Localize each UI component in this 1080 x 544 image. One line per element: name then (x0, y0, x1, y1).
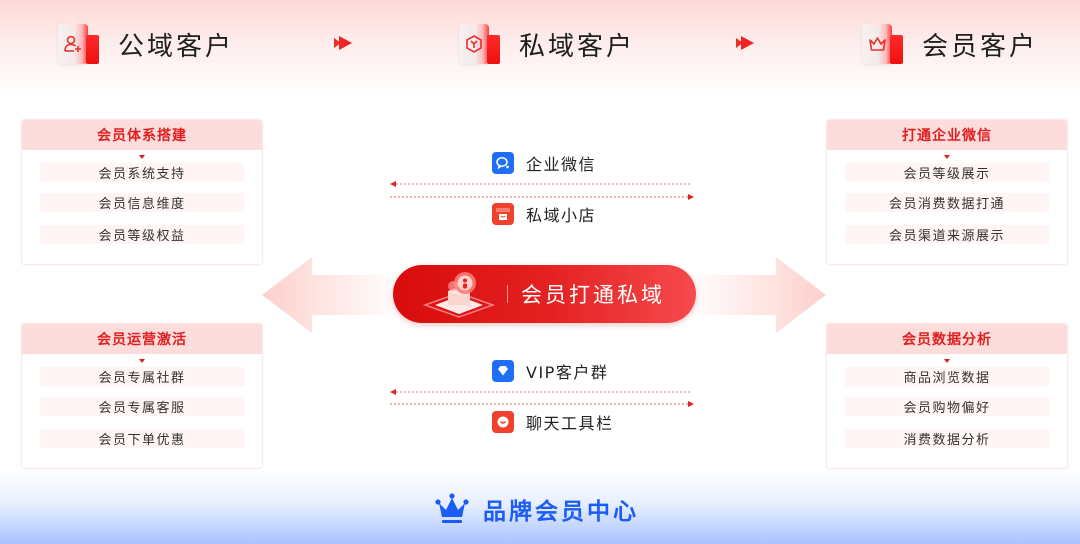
channel-private-shop: 私域小店 (492, 202, 596, 226)
panel-member-system: 会员体系搭建 会员系统支持 会员信息维度 会员等级权益 (21, 119, 263, 265)
channel-label: 私域小店 (526, 206, 597, 225)
panel-connect-wecom: 打通企业微信 会员等级展示 会员消费数据打通 会员渠道来源展示 (826, 119, 1068, 265)
dashed-arrow-left (390, 181, 692, 187)
panel-item: 消费数据分析 (845, 429, 1049, 448)
panel-title: 打通企业微信 (827, 120, 1067, 150)
triangle-down-icon (139, 359, 145, 363)
flow-arrow-icon (736, 36, 754, 50)
panel-item: 会员信息维度 (40, 193, 244, 212)
triangle-down-icon (139, 155, 145, 159)
member-emblem-icon (422, 272, 496, 318)
channel-label: VIP客户群 (526, 363, 609, 382)
panel-title: 会员运营激活 (22, 324, 262, 354)
dashed-arrow-right (390, 401, 694, 407)
divider (507, 285, 508, 303)
panel-member-analytics: 会员数据分析 商品浏览数据 会员购物偏好 消费数据分析 (826, 323, 1068, 469)
triangle-down-icon (944, 359, 950, 363)
wecom-icon (492, 152, 514, 174)
panel-item: 会员专属社群 (40, 367, 244, 386)
stage-public-customers: 公域客户 (58, 16, 234, 72)
panel-item: 会员专属客服 (40, 397, 244, 416)
triangle-down-icon (944, 155, 950, 159)
core-member-private-domain: 会员打通私域 (393, 265, 696, 323)
panel-item: 会员下单优惠 (40, 429, 244, 448)
core-label: 会员打通私域 (521, 283, 665, 307)
user-add-icon (58, 20, 102, 66)
footer-band (0, 470, 1080, 544)
panel-member-operations: 会员运营激活 会员专属社群 会员专属客服 会员下单优惠 (21, 323, 263, 469)
panel-item: 会员购物偏好 (845, 397, 1049, 416)
big-arrow-left-icon (262, 257, 402, 333)
panel-title: 会员数据分析 (827, 324, 1067, 354)
channel-label: 企业微信 (526, 155, 597, 174)
stage-label: 会员客户 (922, 31, 1039, 62)
shop-icon (492, 203, 514, 225)
stage-private-customers: 私域客户 (459, 16, 635, 72)
crown-icon (435, 493, 469, 523)
panel-item: 会员等级展示 (845, 163, 1049, 182)
cube-icon (459, 20, 503, 66)
crown-icon (862, 20, 906, 66)
panel-item: 商品浏览数据 (845, 367, 1049, 386)
diamond-icon (492, 360, 514, 382)
channel-label: 聊天工具栏 (526, 414, 614, 433)
panel-item: 会员系统支持 (40, 163, 244, 182)
stage-member-customers: 会员客户 (862, 16, 1038, 72)
chat-toolbar-icon (492, 411, 514, 433)
panel-item: 会员消费数据打通 (845, 193, 1049, 212)
panel-item: 会员渠道来源展示 (845, 225, 1049, 244)
panel-item: 会员等级权益 (40, 225, 244, 244)
flow-arrow-icon (334, 36, 352, 50)
dashed-arrow-right (390, 194, 694, 200)
stage-label: 公域客户 (118, 31, 235, 62)
channel-chat-toolbar: 聊天工具栏 (492, 410, 614, 434)
brand-member-center: 品牌会员中心 (435, 492, 639, 526)
big-arrow-right-icon (686, 257, 826, 333)
channel-wecom: 企业微信 (492, 151, 596, 175)
stage-label: 私域客户 (519, 31, 636, 62)
footer-label: 品牌会员中心 (483, 499, 639, 525)
channel-vip-group: VIP客户群 (492, 359, 608, 383)
panel-title: 会员体系搭建 (22, 120, 262, 150)
dashed-arrow-left (390, 389, 692, 395)
